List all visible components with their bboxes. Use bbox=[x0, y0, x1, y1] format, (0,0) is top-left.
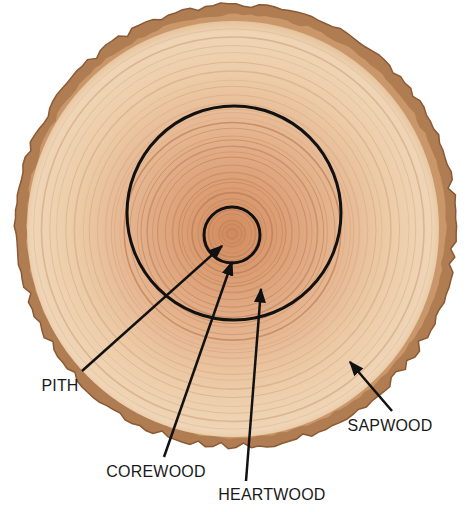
growth-ring bbox=[124, 122, 341, 340]
growth-ring bbox=[209, 210, 256, 257]
growth-ring bbox=[106, 103, 360, 358]
part-label: SAPWOOD bbox=[348, 416, 433, 435]
growth-ring bbox=[74, 71, 391, 389]
growth-ring bbox=[66, 62, 400, 397]
growth-ring bbox=[83, 80, 382, 380]
leader-arrow bbox=[350, 362, 392, 411]
corewood-boundary bbox=[127, 106, 341, 320]
growth-ring bbox=[50, 46, 416, 414]
part-label: COREWOOD bbox=[106, 462, 205, 481]
growth-ring bbox=[130, 128, 335, 334]
part-label-holder: SAPWOOD bbox=[348, 416, 433, 435]
bark bbox=[14, 3, 456, 449]
leader-arrow bbox=[246, 289, 261, 481]
growth-ring bbox=[212, 214, 251, 254]
wood bbox=[27, 21, 439, 437]
growth-ring bbox=[147, 146, 317, 317]
growth-ring bbox=[120, 118, 345, 344]
growth-ring bbox=[41, 37, 424, 422]
leader-arrow bbox=[164, 262, 232, 457]
growth-ring bbox=[222, 224, 241, 243]
inner-bark bbox=[26, 14, 447, 439]
part-label: PITH bbox=[41, 376, 78, 395]
part-label-holder: PITH bbox=[41, 376, 78, 395]
growth-ring bbox=[34, 29, 432, 429]
log-illustration bbox=[14, 3, 456, 449]
growth-ring bbox=[227, 229, 237, 239]
part-label-holder: COREWOOD bbox=[106, 462, 205, 481]
growth-ring bbox=[89, 86, 376, 374]
part-label-holder: HEARTWOOD bbox=[218, 485, 325, 504]
part-label: HEARTWOOD bbox=[218, 485, 325, 504]
growth-ring bbox=[56, 52, 408, 406]
growth-ring bbox=[219, 220, 245, 247]
growth-ring bbox=[97, 95, 367, 367]
